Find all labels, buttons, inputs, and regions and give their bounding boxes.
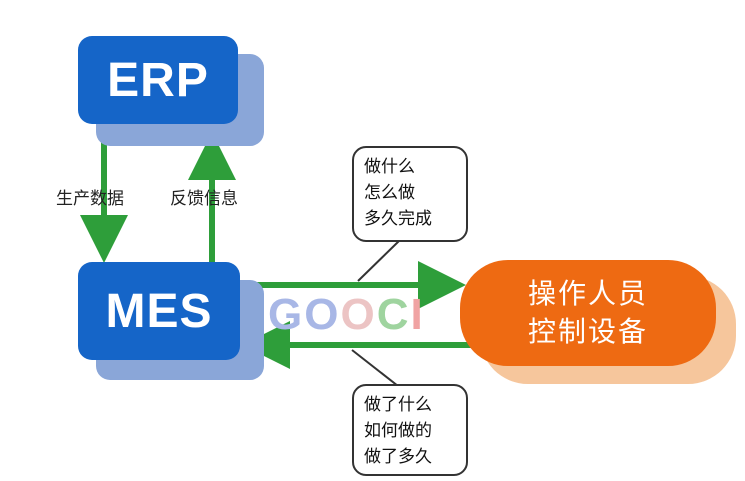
operator-line-2: 控制设备 <box>527 315 648 348</box>
callout-from-operator-line-1: 做了什么 <box>364 395 432 415</box>
callout-to-operator-line-2: 怎么做 <box>364 183 415 203</box>
mes-label: MES <box>105 284 213 338</box>
callout-pointer-bottom <box>351 349 399 387</box>
erp-label: ERP <box>107 53 209 107</box>
erp-box: ERP <box>78 36 238 124</box>
operator-pill: 操作人员 控制设备 <box>460 260 716 366</box>
edge-label-feedback: 反馈信息 <box>170 189 238 209</box>
operator-line-1: 操作人员 <box>527 277 648 310</box>
callout-pointer-top <box>357 239 401 282</box>
callout-to-operator-line-3: 多久完成 <box>364 209 432 229</box>
mes-box: MES <box>78 262 240 360</box>
callout-from-operator-line-3: 做了多久 <box>364 447 432 467</box>
callout-from-operator: 做了什么 如何做的 做了多久 <box>352 384 468 476</box>
callout-to-operator: 做什么 怎么做 多久完成 <box>352 146 468 242</box>
callout-from-operator-line-2: 如何做的 <box>364 421 432 441</box>
callout-to-operator-line-1: 做什么 <box>364 157 415 177</box>
edge-label-production-data: 生产数据 <box>56 189 124 209</box>
watermark-logo: GOOCI <box>268 290 425 339</box>
